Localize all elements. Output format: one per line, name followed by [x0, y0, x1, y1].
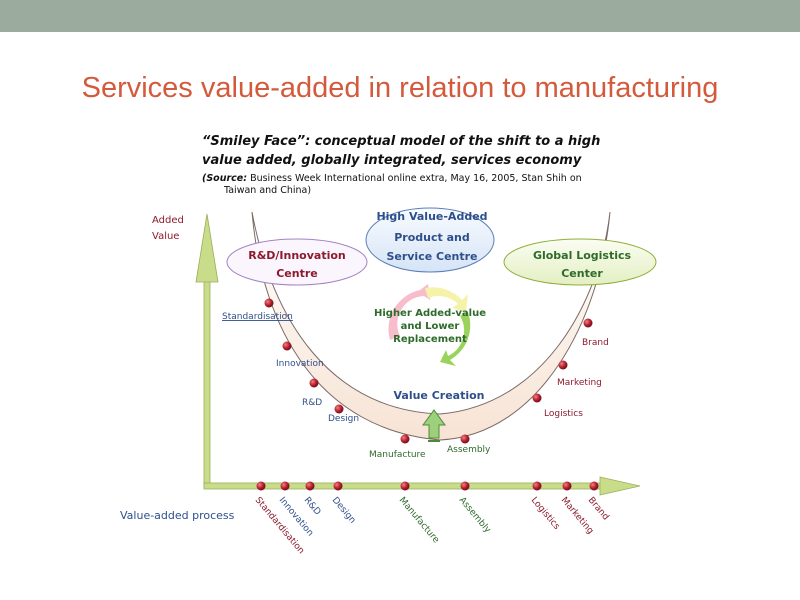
curve-label: Standardisation [222, 312, 293, 322]
axis-dot [460, 481, 470, 491]
curve-label: Brand [582, 338, 609, 348]
axis-dot [333, 481, 343, 491]
rd-bubble-line-1: R&D/Innovation [248, 249, 346, 262]
axis-label: Manufacture [397, 496, 441, 546]
axis-dot [589, 481, 599, 491]
y-axis [195, 213, 219, 488]
axis-label: Brand [586, 496, 611, 523]
high-value-line-1: High Value-Added [376, 210, 487, 223]
curve-dot [532, 393, 542, 403]
axis-dot [532, 481, 542, 491]
caption-source-line-2: Taiwan and China) [224, 185, 312, 196]
figure-caption: “Smiley Face”: conceptual model of the s… [202, 132, 622, 197]
cycle-arrows-icon [388, 284, 471, 366]
logistics-bubble: Global Logistics Center [503, 238, 657, 286]
high-value-line-2: Product and [394, 231, 470, 244]
axis-label: Assembly [457, 496, 493, 536]
axis-label: R&D [302, 496, 323, 518]
center-text-line-2: and Lower [401, 321, 460, 332]
curve-dot [400, 434, 410, 444]
curve-label: Marketing [557, 378, 602, 388]
x-axis-label: Value-added process [120, 509, 235, 522]
curve-dot [334, 404, 344, 414]
axis-dot [562, 481, 572, 491]
curve-dot [309, 378, 319, 388]
curve-dot [460, 434, 470, 444]
slide-title: Services value-added in relation to manu… [81, 72, 719, 104]
rd-innovation-bubble: R&D/Innovation Centre [226, 238, 368, 286]
logistics-bubble-line-1: Global Logistics [533, 249, 632, 262]
curve-label: Design [328, 414, 359, 424]
axis-dot [400, 481, 410, 491]
smile-band [251, 211, 611, 441]
y-axis-label-2: Value [152, 231, 179, 242]
up-arrow-icon [422, 409, 446, 442]
caption-source: (Source: Business Week International onl… [202, 173, 622, 185]
curve-label: Manufacture [369, 450, 426, 460]
curve-dot [583, 318, 593, 328]
source-text: Business Week International online extra… [247, 173, 582, 184]
top-banner [0, 0, 800, 32]
curve-dot [558, 360, 568, 370]
logistics-bubble-line-2: Center [561, 267, 603, 280]
curve-dot [282, 341, 292, 351]
axis-dot [280, 481, 290, 491]
axis-label: Logistics [529, 496, 562, 532]
value-creation-label: Value Creation [393, 389, 484, 402]
axis-label: Design [330, 496, 358, 526]
curve-label: Logistics [544, 409, 583, 419]
axis-dot [305, 481, 315, 491]
curve-label: Assembly [447, 445, 491, 455]
caption-line-1: “Smiley Face”: conceptual model of the s… [202, 134, 601, 149]
axis-dot [256, 481, 266, 491]
source-prefix: (Source: [202, 173, 248, 184]
curve-dot [264, 298, 274, 308]
curve-label: Innovation [276, 359, 324, 369]
rd-bubble-line-2: Centre [276, 267, 318, 280]
y-axis-label-1: Added [152, 215, 184, 226]
center-text-line-3: Replacement [393, 334, 467, 345]
high-value-bubble: High Value-Added Product and Service Cen… [365, 207, 495, 273]
center-text-line-1: Higher Added-value [374, 308, 486, 319]
x-axis [203, 476, 641, 496]
curve-label: R&D [302, 398, 322, 408]
high-value-line-3: Service Centre [386, 250, 477, 263]
caption-line-2: value added, globally integrated, servic… [202, 153, 582, 168]
